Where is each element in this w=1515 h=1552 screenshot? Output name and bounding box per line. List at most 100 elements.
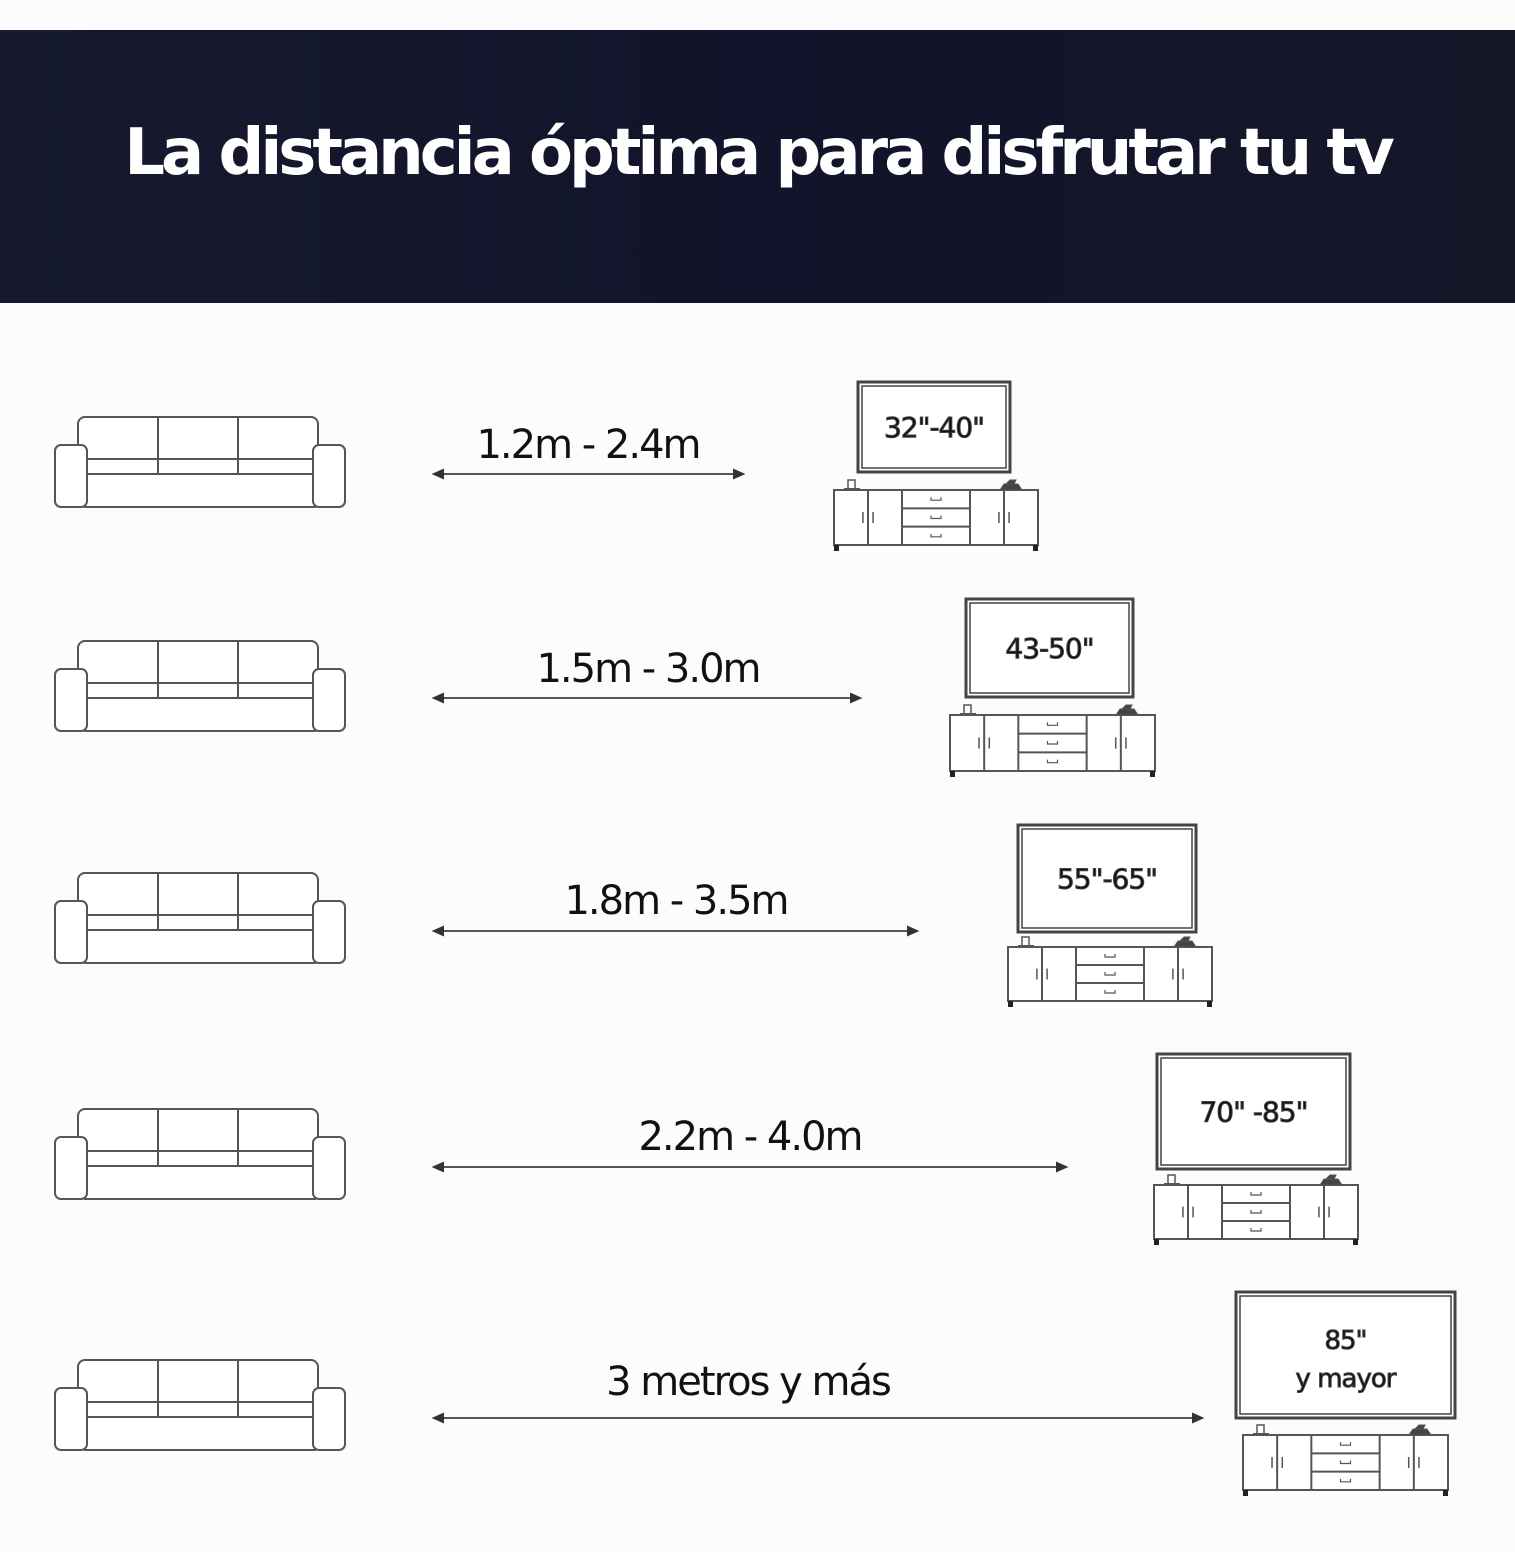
arrow-head-right — [907, 925, 920, 937]
arrow-head-right — [733, 468, 746, 480]
sofa-right-arm — [312, 1136, 346, 1200]
arrow-head-left — [431, 692, 444, 704]
drawer-handle — [1104, 990, 1116, 994]
sofa-seat — [84, 929, 316, 964]
double-arrow-icon — [431, 692, 863, 704]
row-1: 1.2m - 2.4m 32"-40" — [54, 380, 1039, 551]
row-3: 1.8m - 3.5m 55"-65" — [54, 823, 1213, 1007]
tv-screen — [1160, 1057, 1347, 1166]
decor-icon — [1173, 936, 1197, 948]
tv-icon: 32"-40" — [856, 380, 1012, 474]
drawer-handle — [1339, 1460, 1352, 1465]
tv-screen — [1021, 828, 1193, 929]
cabinet-foot — [834, 545, 839, 551]
sofa-icon — [54, 1108, 346, 1200]
cabinet-foot — [1243, 1490, 1248, 1496]
tv-cabinet-icon — [949, 704, 1156, 777]
cup-icon — [847, 479, 856, 490]
double-arrow-icon — [431, 468, 746, 480]
tv-cabinet-icon — [1153, 1174, 1359, 1245]
distance-label: 1.5m - 3.0m — [536, 646, 759, 692]
sofa-seat — [84, 1416, 316, 1451]
cabinet-foot — [1008, 1001, 1013, 1007]
sofa-left-arm — [54, 900, 88, 964]
drawer-handle — [1046, 722, 1059, 726]
tv-cabinet-icon — [1007, 936, 1213, 1007]
sofa-left-arm — [54, 1387, 88, 1451]
cabinet-foot — [950, 771, 955, 777]
title-banner: La distancia óptima para disfrutar tu tv — [0, 30, 1515, 303]
sofa-icon — [54, 640, 346, 732]
sofa-seat — [84, 1165, 316, 1200]
drawer-handle — [1250, 1228, 1262, 1232]
sofa-back — [77, 416, 319, 478]
sofa-right-arm — [312, 900, 346, 964]
double-arrow-icon — [431, 1412, 1205, 1424]
drawer-handle — [1104, 954, 1116, 958]
cabinet-foot — [1033, 545, 1038, 551]
sofa-back — [77, 1359, 319, 1421]
tv-icon: 85" y mayor — [1234, 1290, 1457, 1420]
sofa-back — [77, 872, 319, 934]
arrow-head-left — [431, 925, 444, 937]
cabinet-foot — [1207, 1001, 1212, 1007]
decor-icon — [1115, 704, 1139, 716]
arrow-head-right — [1056, 1161, 1069, 1173]
distance-label: 1.2m - 2.4m — [476, 422, 699, 468]
tv-icon: 43-50" — [964, 597, 1135, 699]
tv-screen — [1239, 1295, 1452, 1415]
arrow-head-right — [850, 692, 863, 704]
row-5: 3 metros y más 85" y mayor — [54, 1290, 1457, 1496]
cup-icon — [1021, 936, 1030, 947]
tv-size-label: 43-50" — [1005, 632, 1093, 665]
arrow-head-left — [431, 1161, 444, 1173]
decor-icon — [1319, 1174, 1343, 1186]
arrow-head-left — [431, 1412, 444, 1424]
drawer-handle — [1104, 972, 1116, 976]
tv-size-label: y mayor — [1296, 1364, 1397, 1394]
cabinet-foot — [1353, 1239, 1358, 1245]
drawer-handle — [930, 533, 942, 538]
drawer-handle — [930, 497, 942, 501]
drawer-handle — [1339, 1442, 1352, 1446]
cup-icon — [1167, 1174, 1176, 1185]
decor-icon — [999, 479, 1023, 491]
double-arrow-icon — [431, 925, 920, 937]
tv-icon: 55"-65" — [1016, 823, 1198, 934]
sofa-seat — [84, 473, 316, 508]
page-title: La distancia óptima para disfrutar tu tv — [124, 115, 1394, 190]
tv-cabinet-icon — [1242, 1424, 1449, 1496]
tv-icon: 70" -85" — [1155, 1052, 1352, 1171]
sofa-back — [77, 640, 319, 702]
sofa-right-arm — [312, 668, 346, 732]
drawer-handle — [1250, 1192, 1262, 1196]
distance-label: 3 metros y más — [606, 1359, 890, 1405]
sofa-left-arm — [54, 668, 88, 732]
double-arrow-icon — [431, 1161, 1069, 1173]
distance-label: 1.8m - 3.5m — [564, 878, 787, 924]
drawer-handle — [1339, 1478, 1352, 1483]
cabinet-foot — [1154, 1239, 1159, 1245]
sofa-icon — [54, 416, 346, 508]
cup-icon — [1256, 1424, 1265, 1435]
sofa-icon — [54, 872, 346, 964]
row-4: 2.2m - 4.0m 70" -85" — [54, 1052, 1359, 1245]
cabinet-foot — [1443, 1490, 1448, 1496]
tv-size-label: 55"-65" — [1057, 863, 1157, 896]
drawer-handle — [930, 515, 942, 520]
sofa-left-arm — [54, 1136, 88, 1200]
tv-size-label: 32"-40" — [884, 411, 984, 444]
sofa-icon — [54, 1359, 346, 1451]
tv-size-label: 70" -85" — [1199, 1096, 1307, 1129]
tv-size-label: 85" — [1324, 1326, 1366, 1356]
sofa-back — [77, 1108, 319, 1170]
sofa-right-arm — [312, 444, 346, 508]
distance-label: 2.2m - 4.0m — [638, 1114, 861, 1160]
cup-icon — [963, 704, 972, 715]
row-2: 1.5m - 3.0m 43-50" — [54, 597, 1156, 777]
tv-cabinet-icon — [833, 479, 1039, 551]
cabinet-foot — [1150, 771, 1155, 777]
tv-screen — [861, 385, 1007, 469]
decor-icon — [1408, 1424, 1432, 1436]
